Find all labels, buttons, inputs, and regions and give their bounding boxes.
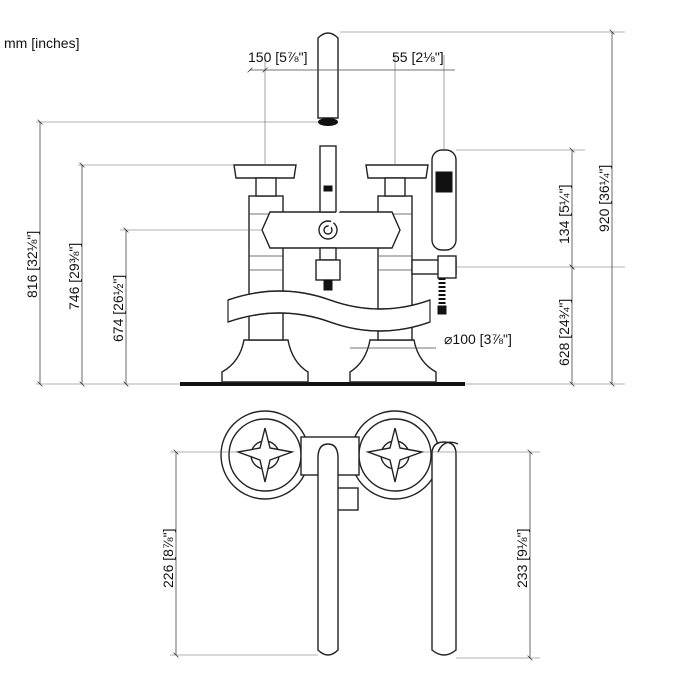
dim-handshower-projection: 233 [9⅛"] (514, 529, 530, 588)
dim-rose-diameter: ⌀100 [3⅞"] (444, 331, 512, 347)
dim-handshower-offset: 55 [2⅛"] (392, 49, 444, 65)
spout-outlet (318, 118, 338, 126)
dim-total-height: 920 [36¼"] (596, 165, 612, 232)
plan-right-cross (365, 427, 425, 483)
dim-body-height: 746 [29⅜"] (66, 243, 82, 310)
deck-plate (180, 382, 465, 386)
hand-shower (431, 149, 457, 251)
units-label: mm [inches] (4, 35, 79, 51)
right-cross-handle (365, 164, 429, 179)
left-rose (221, 339, 309, 383)
spout-riser (319, 145, 337, 213)
dim-outlet-height: 674 [26½"] (110, 275, 126, 342)
plan-diverter (335, 487, 359, 511)
plan-view (220, 410, 459, 656)
dim-spout-offset: 150 [5⅞"] (248, 49, 307, 65)
plan-dimensions: 226 [8⅞"] 233 [9⅛"] (160, 449, 540, 661)
plan-spout (317, 443, 339, 656)
dim-holder-height: 628 [24¾"] (556, 299, 572, 366)
right-rose (349, 339, 437, 383)
dim-handle-height: 816 [32⅛"] (24, 231, 40, 298)
dim-spout-projection: 226 [8⅞"] (160, 529, 176, 588)
spout (317, 32, 339, 119)
left-cross-handle (233, 164, 297, 179)
plan-left-cross (235, 427, 295, 483)
front-dimensions: 150 [5⅞"] 55 [2⅛"] 920 [36¼"] 134 [5¼"] … (24, 29, 625, 387)
dim-handshower-height: 134 [5¼"] (556, 185, 572, 244)
front-elevation (180, 32, 465, 386)
plan-handshower (431, 441, 457, 656)
